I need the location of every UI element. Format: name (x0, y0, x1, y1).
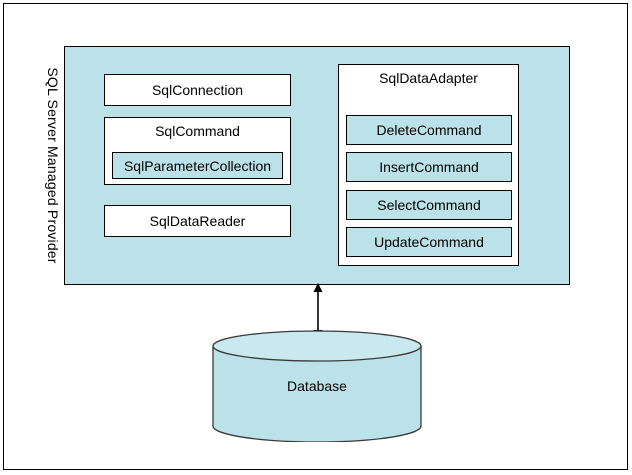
node-sqlconnection[interactable]: SqlConnection (104, 74, 291, 106)
database-cylinder-shape[interactable] (210, 330, 424, 442)
node-selectcommand[interactable]: SelectCommand (346, 190, 512, 220)
node-sqlparametercollection[interactable]: SqlParameterCollection (112, 152, 283, 179)
node-sqldataadapter-label: SqlDataAdapter (379, 70, 478, 86)
node-deletecommand[interactable]: DeleteCommand (346, 115, 512, 145)
node-insertcommand[interactable]: InsertCommand (346, 152, 512, 182)
node-sqlcommand-label: SqlCommand (155, 123, 240, 139)
node-sqldatareader[interactable]: SqlDataReader (104, 205, 291, 237)
node-updatecommand[interactable]: UpdateCommand (346, 227, 512, 257)
